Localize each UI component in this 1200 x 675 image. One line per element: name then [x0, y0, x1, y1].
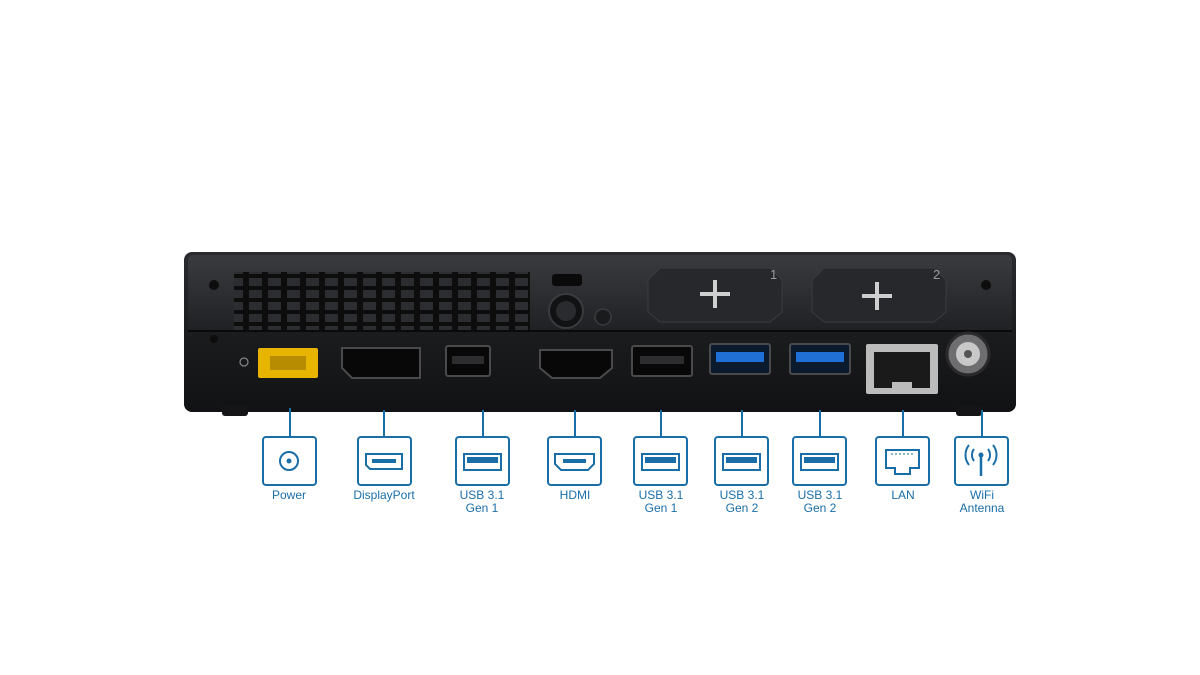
port-label-power: Power — [271, 488, 306, 502]
port-label-displayport: DisplayPort — [353, 488, 415, 502]
hdmi-port — [539, 349, 613, 379]
power-icon — [279, 451, 299, 471]
expansion-bay-1 — [647, 267, 783, 323]
expansion-bay-2 — [811, 267, 947, 323]
security-slot — [552, 274, 582, 286]
callout-lines — [289, 408, 983, 437]
bay-number-1: 1 — [770, 267, 777, 282]
vent-grille — [234, 272, 530, 330]
wifi-antenna-icon — [964, 444, 998, 476]
displayport-icon — [365, 453, 403, 470]
port-label-usb-2: USB 3.1 Gen 1 — [638, 488, 684, 515]
port-label-wifi: WiFi Antenna — [959, 488, 1005, 515]
bay-number-2: 2 — [933, 267, 940, 282]
usb-icon — [800, 453, 839, 471]
usb-icon — [463, 453, 502, 471]
wifi-antenna-connector — [945, 331, 991, 377]
usb-icon — [641, 453, 680, 471]
port-label-usb-4: USB 3.1 Gen 2 — [797, 488, 843, 515]
hdmi-icon — [554, 453, 595, 471]
icon-boxes — [262, 436, 1009, 486]
port-label-usb-1: USB 3.1 Gen 1 — [459, 488, 505, 515]
displayport-port — [341, 347, 421, 379]
port-label-lan: LAN — [891, 488, 915, 502]
port-label-hdmi: HDMI — [559, 488, 591, 502]
port-label-usb-3: USB 3.1 Gen 2 — [719, 488, 765, 515]
power-port — [239, 348, 318, 378]
usb-icon — [722, 453, 761, 471]
lan-icon — [885, 449, 920, 475]
lan-port — [866, 344, 938, 394]
